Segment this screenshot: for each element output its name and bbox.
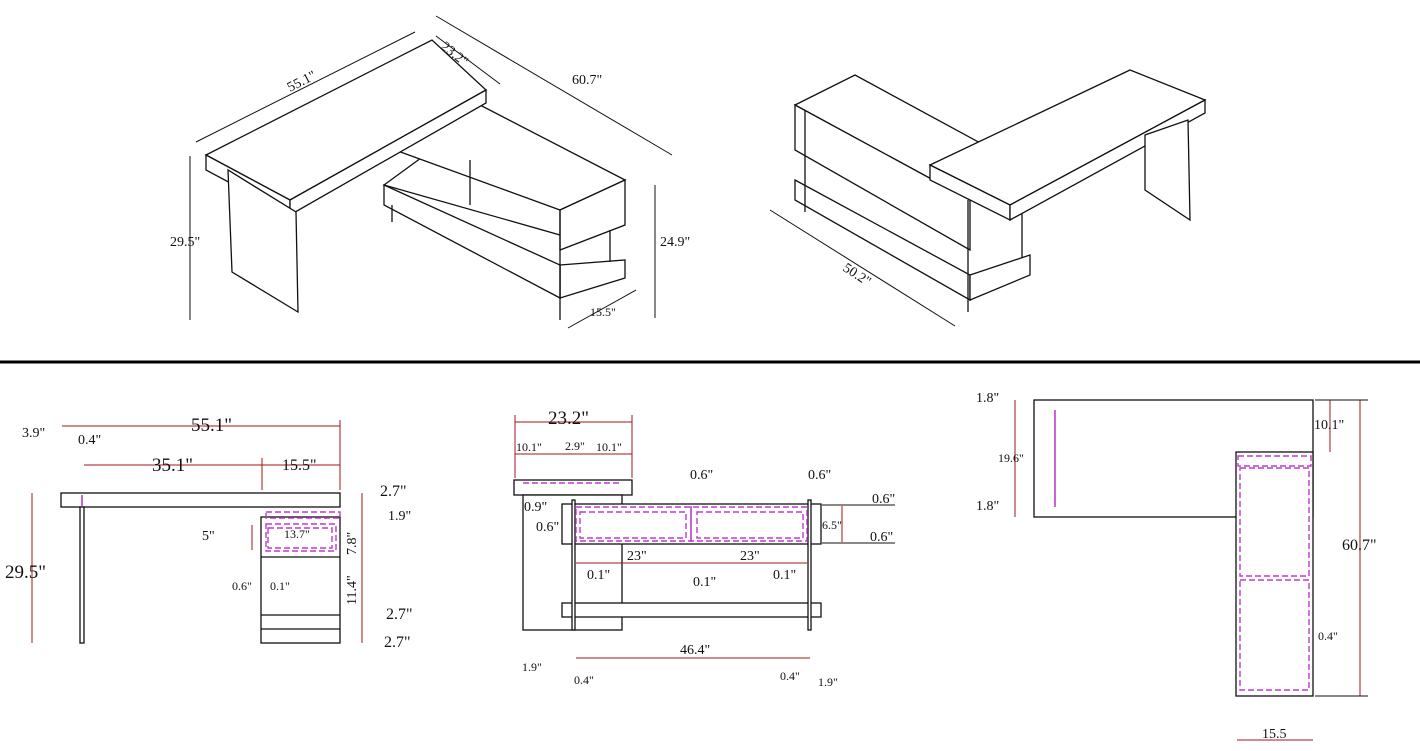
top-length-label: 55.1" xyxy=(285,68,319,95)
overall-depth-label: 60.7" xyxy=(1342,537,1377,554)
top-thickness-label: 2.7" xyxy=(380,483,407,500)
shelf-length-label: 46.4" xyxy=(680,643,710,658)
shelf-thickness-label: 2.7" xyxy=(386,606,413,623)
clearance-label: 0.1" xyxy=(270,579,290,593)
overhang-label: 10.1" xyxy=(1314,418,1344,433)
cabinet-length-label: 50.2" xyxy=(840,261,874,290)
gap-c-label: 0.1" xyxy=(773,568,796,583)
rail-bottom-label: 0.6" xyxy=(870,530,893,545)
cabinet-depth-label: 15.5" xyxy=(590,305,616,319)
cabinet-width-label: 15.5" xyxy=(282,457,317,474)
cabinet-width-label: 15.5 xyxy=(1262,727,1287,742)
end-right-label: 1.9" xyxy=(818,675,838,689)
gap-b-label: 0.1" xyxy=(693,575,716,590)
edge-top-label: 1.8" xyxy=(976,391,999,406)
end-left-label: 1.9" xyxy=(522,660,542,674)
top-depth-label: 23.2" xyxy=(548,408,589,429)
drawer-width-label: 13.7" xyxy=(284,527,310,541)
slot-length-label: 19.6" xyxy=(998,451,1024,465)
drawer-length-b-label: 23" xyxy=(740,549,760,564)
offset-label: 0.9" xyxy=(524,500,547,515)
total-height-label: 29.5" xyxy=(5,562,46,583)
isometric-view-right: 50.2" xyxy=(769,69,1207,327)
drawer-face-label: 5" xyxy=(202,529,215,544)
segment-mid-label: 2.9" xyxy=(565,439,585,453)
overall-length-label: 60.7" xyxy=(572,73,602,88)
side-view: 23.2" 10.1" 2.9" 10.1" 0.6" 0.6" 0.6" 0.… xyxy=(513,408,895,689)
overall-width-label: 55.1" xyxy=(191,415,232,436)
front-view: 55.1" 3.9" 0.4" 35.1" 15.5" 2.7" 1.9" 5"… xyxy=(5,415,413,651)
leg-thickness-label: 0.4" xyxy=(78,433,101,448)
offset-left-label: 3.9" xyxy=(22,426,45,441)
segment-left-label: 10.1" xyxy=(516,440,542,454)
gap-label: 1.9" xyxy=(388,509,411,524)
leg-left-label: 0.4" xyxy=(574,673,594,687)
side-panel-label: 0.6" xyxy=(536,520,559,535)
divider-b-label: 0.6" xyxy=(808,468,831,483)
gap-a-label: 0.1" xyxy=(587,568,610,583)
drawer-height-label: 6.5" xyxy=(822,518,842,532)
drawer-length-a-label: 23" xyxy=(627,549,647,564)
isometric-view-left: 55.1" 23.2" 60.7" 29.5" 24.9" 15.5" xyxy=(170,15,690,329)
leg-right-label: 0.4" xyxy=(780,669,800,683)
segment-right-label: 10.1" xyxy=(596,440,622,454)
height-label: 29.5" xyxy=(170,235,200,250)
span-label: 35.1" xyxy=(152,455,193,476)
edge-bottom-label: 1.8" xyxy=(976,499,999,514)
divider-a-label: 0.6" xyxy=(690,468,713,483)
base-thickness-label: 2.7" xyxy=(384,634,411,651)
drawer-height-label: 7.8" xyxy=(345,532,360,555)
open-height-label: 11.4" xyxy=(345,575,360,605)
panel-label: 0.4" xyxy=(1318,629,1338,643)
rail-top-label: 0.6" xyxy=(872,492,895,507)
cabinet-height-label: 24.9" xyxy=(660,235,690,250)
panel-thickness-label: 0.6" xyxy=(232,579,252,593)
top-view: 1.8" 19.6" 1.8" 10.1" 60.7" 0.4" 15.5 xyxy=(976,391,1377,742)
